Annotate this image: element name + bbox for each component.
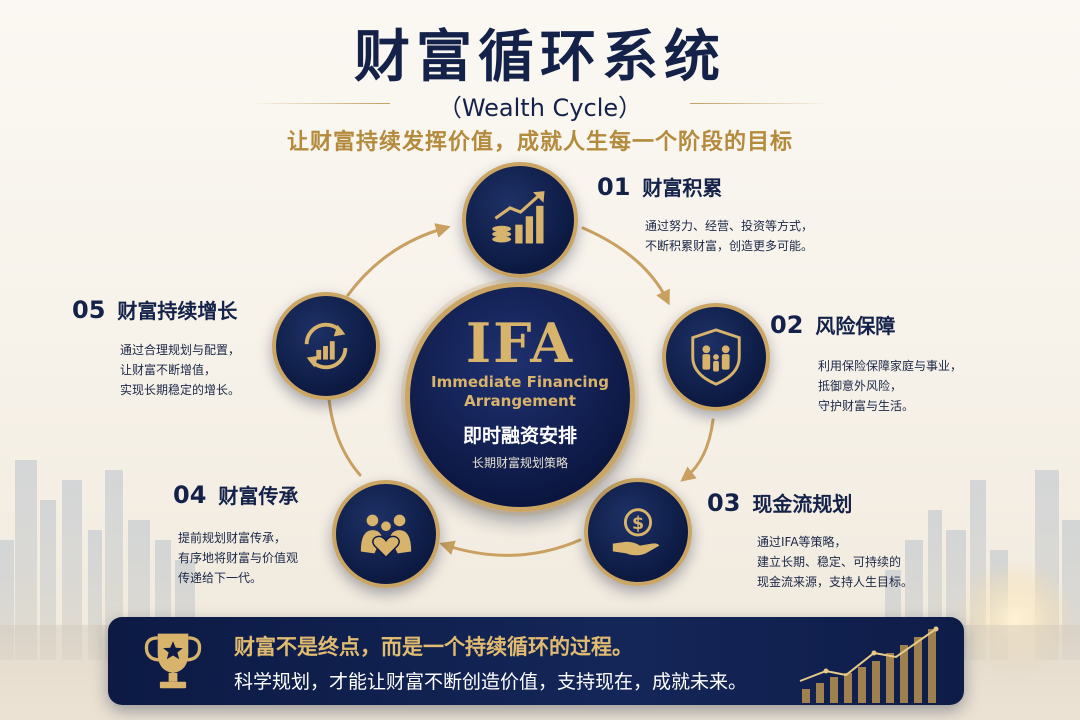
ifa-english-line1: Immediate Financing bbox=[431, 373, 609, 391]
step-number: 01 bbox=[597, 173, 631, 201]
step-title: 财富传承 bbox=[218, 484, 299, 508]
hand-dollar-coin-icon: $ bbox=[612, 508, 660, 556]
step-05-node bbox=[272, 292, 380, 400]
step-03-description: 通过IFA等策略， 建立长期、稳定、可持续的 现金流来源，支持人生目标。 bbox=[757, 532, 913, 592]
step-04-heading: 04 财富传承 bbox=[173, 480, 298, 509]
step-02-node bbox=[662, 303, 770, 411]
ifa-caption: 长期财富规划策略 bbox=[471, 456, 568, 470]
desc-line: 守护财富与生活。 bbox=[818, 399, 915, 413]
step-number: 05 bbox=[72, 296, 106, 324]
banner-subline: 科学规划，才能让财富不断创造价值，支持现在，成就未来。 bbox=[234, 671, 748, 693]
banner-headline: 财富不是终点，而是一个持续循环的过程。 bbox=[234, 635, 633, 659]
step-01-description: 通过努力、经营、投资等方式， 不断积累财富，创造更多可能。 bbox=[645, 216, 813, 256]
center-ifa-circle: IFA Immediate Financing Arrangement 即时融资… bbox=[405, 282, 635, 512]
step-04-description: 提前规划财富传承， 有序地将财富与价值观 传递给下一代。 bbox=[178, 528, 298, 588]
step-05-description: 通过合理规划与配置， 让财富不断增值， 实现长期稳定的增长。 bbox=[120, 340, 240, 400]
trophy-star-icon bbox=[144, 633, 202, 689]
ifa-acronym: IFA bbox=[465, 311, 575, 375]
desc-line: 实现长期稳定的增长。 bbox=[120, 383, 241, 397]
desc-line: 传递给下一代。 bbox=[178, 571, 263, 585]
arrow-03-to-04 bbox=[439, 538, 582, 557]
desc-line: 抵御意外风险， bbox=[818, 379, 903, 393]
svg-text:$: $ bbox=[632, 514, 644, 534]
step-title: 风险保障 bbox=[815, 314, 896, 338]
desc-line: 通过努力、经营、投资等方式， bbox=[645, 219, 814, 233]
cycle-growth-icon bbox=[304, 322, 348, 370]
step-02-heading: 02 风险保障 bbox=[770, 310, 895, 339]
rising-bars-decoration bbox=[799, 626, 939, 703]
step-01-heading: 01 财富积累 bbox=[597, 172, 722, 201]
step-03-node: $ bbox=[584, 478, 692, 586]
desc-line: 不断积累财富，创造更多可能。 bbox=[645, 239, 814, 253]
desc-line: 现金流来源，支持人生目标。 bbox=[757, 575, 914, 589]
step-title: 财富持续增长 bbox=[117, 299, 238, 323]
tagline: 让财富持续发挥价值，成就人生每一个阶段的目标 bbox=[286, 130, 793, 155]
ifa-chinese-name: 即时融资安排 bbox=[462, 425, 577, 447]
summary-banner: 财富不是终点，而是一个持续循环的过程。 科学规划，才能让财富不断创造价值，支持现… bbox=[108, 617, 964, 705]
desc-line: 建立长期、稳定、可持续的 bbox=[757, 555, 902, 569]
step-02-description: 利用保险保障家庭与事业， 抵御意外风险， 守护财富与生活。 bbox=[818, 356, 962, 416]
step-number: 02 bbox=[770, 311, 804, 339]
step-number: 04 bbox=[173, 481, 207, 509]
step-title: 现金流规划 bbox=[752, 492, 853, 516]
desc-line: 通过IFA等策略， bbox=[757, 535, 847, 549]
title-divider-right bbox=[690, 103, 830, 104]
desc-line: 让财富不断增值， bbox=[120, 363, 217, 377]
desc-line: 通过合理规划与配置， bbox=[120, 343, 241, 357]
ifa-english-line2: Arrangement bbox=[464, 392, 576, 410]
page-subtitle: （Wealth Cycle） bbox=[437, 94, 643, 122]
growth-chart-coins-icon bbox=[491, 190, 545, 244]
step-04-node bbox=[332, 480, 440, 588]
step-title: 财富积累 bbox=[642, 176, 723, 200]
step-01-node bbox=[462, 162, 578, 278]
arrow-05-to-01 bbox=[346, 223, 451, 297]
desc-line: 有序地将财富与价值观 bbox=[178, 551, 299, 565]
desc-line: 提前规划财富传承， bbox=[178, 531, 287, 545]
page-title: 财富循环系统 bbox=[354, 24, 726, 90]
family-heart-icon bbox=[360, 514, 412, 559]
step-03-heading: 03 现金流规划 bbox=[707, 488, 852, 517]
step-05-heading: 05 财富持续增长 bbox=[72, 295, 237, 324]
step-number: 03 bbox=[707, 489, 741, 517]
arrow-02-to-03 bbox=[680, 418, 715, 482]
family-shield-icon bbox=[691, 328, 741, 386]
arrow-01-to-02 bbox=[581, 226, 670, 306]
title-divider-left bbox=[250, 103, 390, 104]
desc-line: 利用保险保障家庭与事业， bbox=[818, 359, 963, 373]
